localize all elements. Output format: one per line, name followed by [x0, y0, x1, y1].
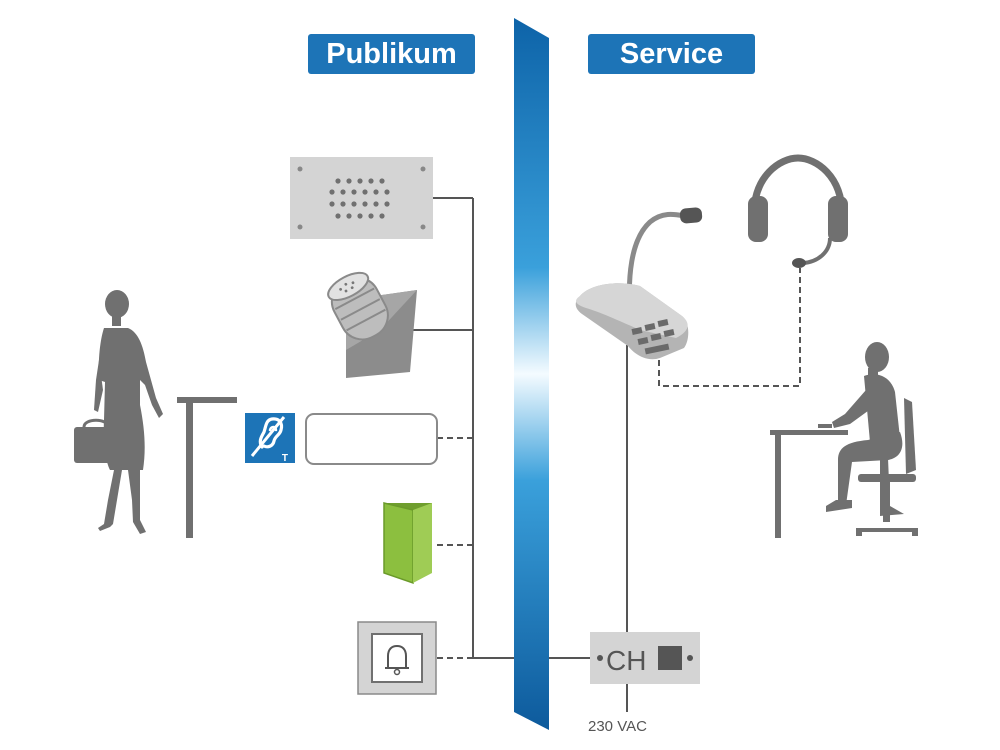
counter-desk [177, 397, 237, 538]
public-dashed-wiring [437, 437, 473, 659]
paging-microphone-station [575, 207, 703, 360]
controller-display [658, 646, 682, 670]
public-wiring [412, 197, 515, 659]
hearing-loop-icon: T [245, 413, 295, 464]
controller-label: CH [606, 645, 646, 676]
service-label: Service [588, 34, 755, 74]
door-icon [383, 502, 432, 585]
service-wiring [548, 345, 628, 712]
central-controller: CH [590, 632, 700, 684]
visitor-silhouette [74, 290, 163, 534]
speaker-panel [290, 157, 433, 239]
glass-partition [514, 18, 549, 730]
publikum-label: Publikum [308, 34, 475, 74]
induction-loop-amplifier [305, 413, 438, 465]
power-supply-label: 230 VAC [588, 718, 647, 735]
bell-button [357, 621, 437, 695]
headset-dashed-wiring [658, 268, 801, 387]
counter-microphone [327, 271, 417, 378]
operator-silhouette [770, 342, 918, 538]
headset-icon [748, 154, 848, 268]
hearing-loop-letter: T [282, 453, 288, 464]
